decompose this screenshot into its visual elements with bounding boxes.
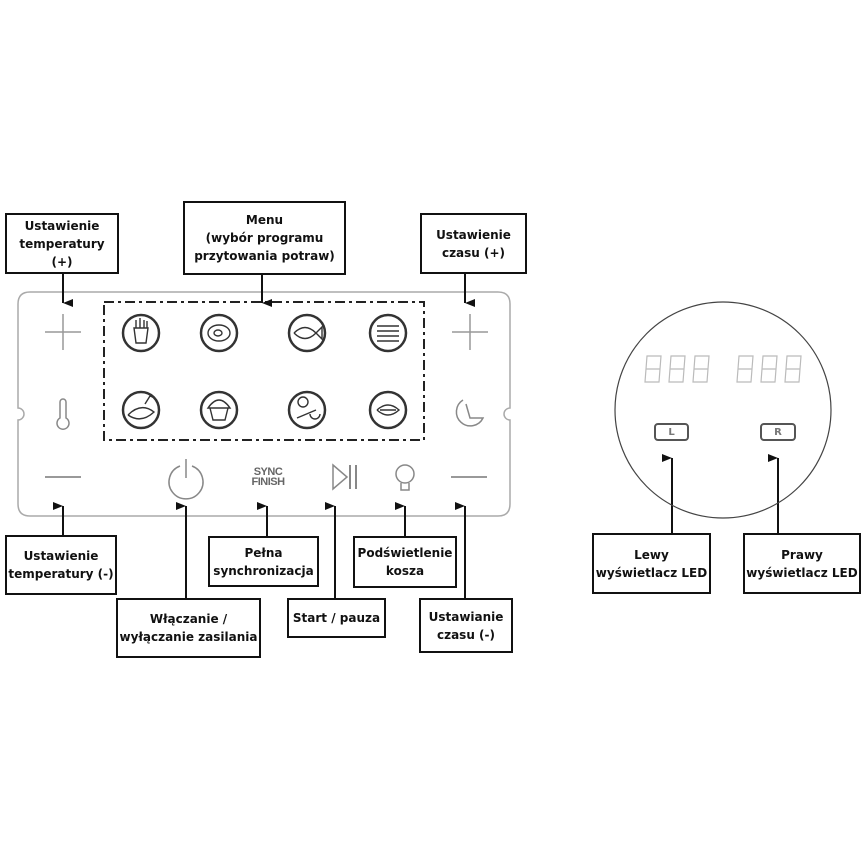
label-line: synchronizacja (213, 563, 314, 578)
right-led-digit (784, 355, 802, 383)
label-temp-plus: Ustawienie temperatury (+) (5, 213, 119, 274)
label-menu: Menu (wybór programu przytowania potraw) (183, 201, 346, 275)
left-led-digit (692, 355, 710, 383)
label-power: Włączanie / wyłączanie zasilania (116, 598, 261, 658)
bacon-icon[interactable] (368, 313, 408, 353)
fish-icon[interactable] (287, 313, 327, 353)
label-line: Pełna (244, 545, 283, 560)
sync-text: SYNC (253, 466, 283, 478)
chicken-icon[interactable] (121, 390, 161, 430)
left-led-digit (668, 355, 686, 383)
label-line: wyświetlacz LED (595, 565, 708, 580)
label-sync: Pełna synchronizacja (208, 536, 319, 587)
sausage-icon[interactable] (368, 390, 408, 430)
label-line: kosza (385, 564, 425, 578)
label-line: (wybór programu (205, 231, 324, 245)
muffin-icon[interactable] (199, 390, 239, 430)
label-line: Ustawianie (428, 609, 504, 624)
label-right-led: Prawy wyświetlacz LED (743, 533, 861, 594)
label-line: temperatury (-) (8, 567, 114, 581)
left-key[interactable]: L (654, 423, 689, 441)
label-temp-minus: Ustawienie temperatury (-) (5, 535, 117, 595)
label-time-plus: Ustawienie czasu (+) (420, 213, 527, 274)
label-line: Ustawienie (23, 549, 99, 563)
label-left-led: Lewy wyświetlacz LED (592, 533, 711, 594)
label-line: wyświetlacz LED (746, 565, 858, 580)
thermometer-icon (56, 398, 70, 430)
label-line: Prawy (781, 547, 823, 562)
label-line: przytowania potraw) (194, 249, 335, 263)
label-line: temperatury (+) (19, 236, 105, 269)
right-led-digit (760, 355, 778, 383)
fries-icon[interactable] (121, 313, 161, 353)
label-line: czasu (-) (436, 627, 495, 642)
label-line: Podświetlenie (357, 546, 453, 560)
clock-icon (455, 399, 485, 427)
label-line: czasu (+) (441, 245, 506, 260)
left-led-digit (644, 355, 662, 383)
display-circle (614, 301, 832, 519)
label-line: Ustawienie (24, 218, 100, 233)
steak-icon[interactable] (199, 313, 239, 353)
label-line: Start / pauza (292, 611, 381, 625)
label-line: Włączanie / (149, 612, 228, 626)
temp-plus-icon[interactable] (45, 314, 81, 350)
time-plus-icon[interactable] (452, 314, 488, 350)
label-start: Start / pauza (287, 598, 386, 638)
power-icon[interactable] (168, 459, 204, 500)
label-line: wyłączanie zasilania (119, 630, 258, 644)
label-line: Lewy (634, 547, 669, 562)
menu-area (103, 301, 425, 441)
panel-outline (17, 291, 511, 517)
label-time-minus: Ustawianie czasu (-) (419, 598, 513, 653)
label-line: Menu (245, 213, 284, 227)
right-led-digit (736, 355, 754, 383)
label-light: Podświetlenie kosza (353, 536, 457, 588)
finish-text: FINISH (251, 476, 285, 488)
right-key[interactable]: R (760, 423, 796, 441)
bulb-icon[interactable] (395, 464, 415, 491)
play-pause-icon[interactable] (332, 463, 357, 491)
label-line: Ustawienie (436, 227, 511, 242)
vegetables-icon[interactable] (287, 390, 327, 430)
